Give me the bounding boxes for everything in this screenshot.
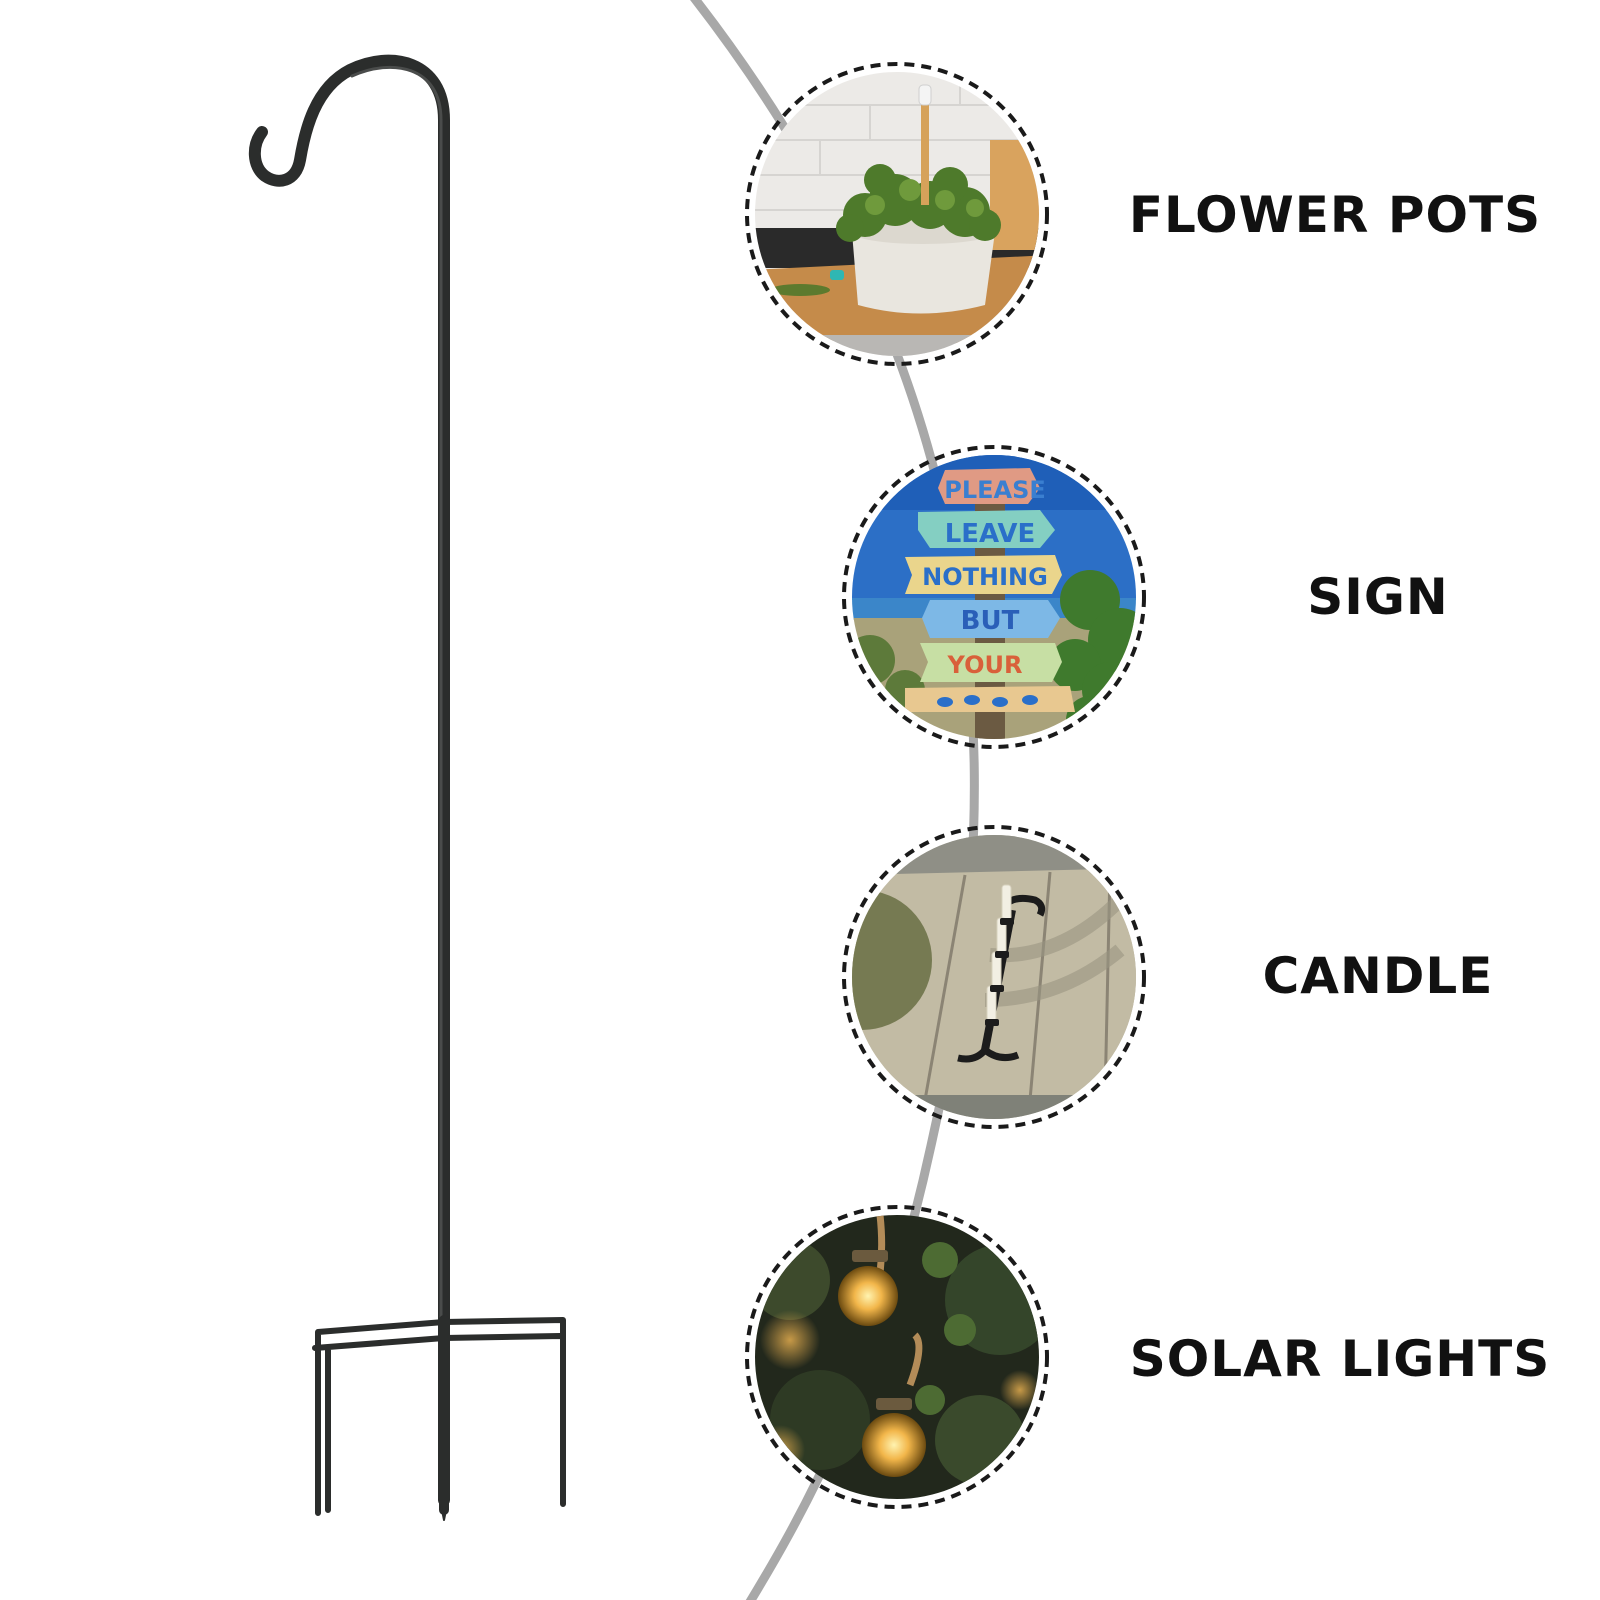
sign-word: YOUR (947, 651, 1023, 679)
label-candle: CANDLE (1262, 947, 1494, 1005)
candle-holder-photo (842, 825, 1146, 1129)
sign-word: PLEASE (944, 476, 1046, 504)
label-flower-pots: FLOWER POTS (1128, 186, 1542, 244)
sign-word: NOTHING (922, 563, 1048, 591)
label-sign: SIGN (1307, 568, 1449, 626)
label-solar-lights: SOLAR LIGHTS (1129, 1330, 1551, 1388)
hook-crook-highlight (350, 65, 443, 1482)
sign-word: LEAVE (945, 519, 1036, 549)
solar-lantern-photo (745, 1205, 1049, 1509)
sign-word: BUT (961, 606, 1020, 636)
shepherd-hook (248, 54, 566, 1521)
hook-crook (248, 54, 450, 1506)
beach-sign-photo: PLEASE LEAVE NOTHING BUT YOUR (842, 445, 1146, 749)
flower-pot-photo (745, 62, 1049, 366)
